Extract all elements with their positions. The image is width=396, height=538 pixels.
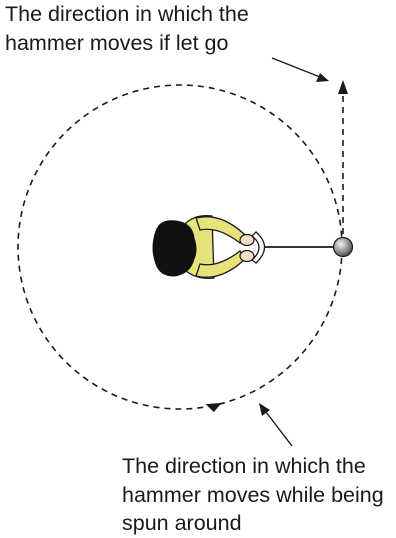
thrower-hand-lower: [240, 251, 254, 262]
label-bottom-line-3: spun around: [122, 509, 384, 538]
thrower-figure: [153, 216, 265, 279]
thrower-head-hair: [153, 221, 196, 276]
label-bottom-line-2: hammer moves while being: [122, 481, 384, 510]
label-top-line-1: The direction in which the: [5, 0, 249, 29]
label-direction-if-let-go: The direction in which the hammer moves …: [5, 0, 249, 57]
hammer-ball: [334, 238, 353, 257]
tangent-arrowhead: [338, 80, 348, 94]
top-label-pointer-arrowhead: [316, 73, 329, 82]
label-direction-while-spun: The direction in which the hammer moves …: [122, 452, 384, 538]
thrower-hand-upper: [240, 235, 254, 246]
spin-direction-arrowhead: [206, 402, 223, 413]
top-label-pointer-line: [272, 58, 320, 77]
label-top-line-2: hammer moves if let go: [5, 29, 249, 58]
label-bottom-line-1: The direction in which the: [122, 452, 384, 481]
bottom-label-pointer-line: [266, 412, 292, 446]
